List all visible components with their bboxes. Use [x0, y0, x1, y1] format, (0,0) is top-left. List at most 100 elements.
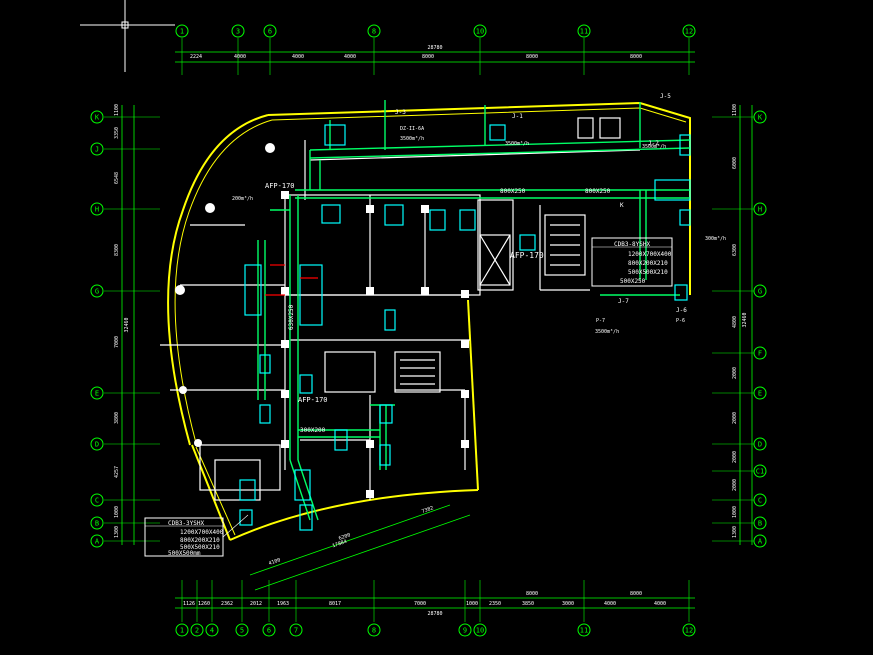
- bottom-dimension-segment: 1260: [198, 601, 210, 607]
- top-axis-1: 1: [175, 24, 189, 38]
- bottom-axis-9: 9: [458, 623, 472, 637]
- left-dimension-segment: 1300: [114, 526, 120, 538]
- dimension-rails: [121, 51, 753, 609]
- top-axis-1-label: 1: [180, 28, 184, 36]
- info-box-left-line1: 1200X700X400: [180, 529, 224, 536]
- info-box-right-line4: 500X250: [620, 278, 646, 285]
- unit-label-p6: P-6: [676, 318, 685, 324]
- right-axis-D: D: [753, 437, 767, 451]
- right-axis-K: K: [753, 110, 767, 124]
- info-box-left-line3: 500X500X210: [180, 544, 220, 551]
- left-axis-B-label: B: [95, 520, 99, 528]
- airflow-label-1: 3500m³/h: [400, 136, 424, 142]
- top-dimension-segment: 2224: [190, 54, 202, 60]
- right-dimension-segment: 1000: [732, 506, 738, 518]
- airflow-label-4: 3500m³/h: [595, 329, 619, 335]
- bottom-axis-4-label: 4: [210, 627, 214, 635]
- left-dimension-segment: 1000: [114, 506, 120, 518]
- right-dimension-segment: 2000: [732, 412, 738, 424]
- bottom-axis-8-label: 8: [372, 627, 376, 635]
- top-axis-6-label: 6: [268, 28, 272, 36]
- bottom-axis-9-label: 9: [463, 627, 467, 635]
- bottom-dimension-segment: 2012: [250, 601, 262, 607]
- left-axis-D: D: [90, 437, 104, 451]
- right-dimension-segment: 1100: [732, 104, 738, 116]
- info-box-left: CDB3-3YSHX 1200X700X400 800X200X210 500X…: [144, 514, 249, 557]
- top-axis-10: 10: [473, 24, 487, 38]
- left-axis-E-label: E: [95, 390, 99, 398]
- duct-size-label-1: 800X250: [500, 188, 526, 195]
- info-box-right: CDB3-8YSHX 1200X700X400 800X200X210 500X…: [591, 237, 673, 287]
- bottom-axis-1-label: 1: [180, 627, 184, 635]
- left-dimension-segment: 4257: [114, 466, 120, 478]
- left-axis-H: H: [90, 202, 104, 216]
- info-box-left-title: CDB3-3YSHX: [168, 520, 205, 527]
- room-airflow-note-2: 300m³/h: [705, 236, 726, 242]
- bottom-axis-2: 2: [190, 623, 204, 637]
- bottom-dimension-segment: 3850: [522, 601, 534, 607]
- left-dimension-segment: 3350: [114, 127, 120, 139]
- top-dimension-segment: 8000: [630, 54, 642, 60]
- unit-label-k: K: [620, 202, 624, 209]
- bottom-dimension-segment: 3000: [562, 601, 574, 607]
- unit-label-j5: J-5: [660, 93, 671, 100]
- unit-label-p7: P-7: [596, 318, 605, 324]
- bottom-axis-7-label: 7: [294, 627, 298, 635]
- structural-columns: [175, 143, 469, 498]
- left-axis-A: A: [90, 534, 104, 548]
- right-axis-K-label: K: [758, 114, 763, 122]
- bottom-axis-12: 12: [682, 623, 696, 637]
- right-dimension-segment: 1300: [732, 526, 738, 538]
- airflow-label-2: 3500m³/h: [505, 141, 529, 147]
- cursor-crosshair: [80, 0, 175, 72]
- top-dimension-segment: 8000: [526, 54, 538, 60]
- room-airflow-note-1: 200m³/h: [232, 196, 253, 202]
- top-axis-6: 6: [263, 24, 277, 38]
- interior-walls: [160, 117, 641, 501]
- bottom-dimension-segment: 1000: [466, 601, 478, 607]
- left-axis-A-label: A: [95, 538, 100, 546]
- equipment-model-label: DZ-II-6A: [400, 126, 424, 132]
- bottom-axis-10: 10: [473, 623, 487, 637]
- left-axis-K-label: K: [95, 114, 100, 122]
- highlight-segments: [265, 264, 318, 296]
- left-axis-J-label: J: [95, 146, 99, 154]
- right-dimension-total: 32460: [742, 312, 748, 327]
- left-axis-G: G: [90, 284, 104, 298]
- right-axis-E-label: E: [758, 390, 762, 398]
- right-axis-A-label: A: [758, 538, 763, 546]
- bottom-axis-4: 4: [205, 623, 219, 637]
- axis-grid-lines: [104, 38, 754, 622]
- bottom-dimension-segment: 2362: [221, 601, 233, 607]
- bottom-axis-11: 11: [577, 623, 591, 637]
- bottom-axis-5: 5: [235, 623, 249, 637]
- bottom-axis-6-label: 6: [267, 627, 271, 635]
- right-axis-D-label: D: [758, 441, 762, 449]
- bottom-axis-2-label: 2: [195, 627, 199, 635]
- left-dimension-segment: 8300: [114, 244, 120, 256]
- left-dimension-segment: 6548: [114, 172, 120, 184]
- top-axis-10-label: 10: [476, 28, 484, 36]
- top-dimension-segment: 4000: [344, 54, 356, 60]
- left-axis-J: J: [90, 142, 104, 156]
- right-axis-F-label: F: [758, 350, 762, 358]
- plan-labels: AFP-170 AFP-170 AFP-170 800X250 800X250 …: [232, 93, 726, 434]
- right-axis-F: F: [753, 346, 767, 360]
- diagonal-dimension-total: 17884: [332, 539, 348, 550]
- bottom-axis-11-label: 11: [580, 627, 588, 635]
- bottom-dimension-segment: 4000: [604, 601, 616, 607]
- info-box-left-line2: 800X200X210: [180, 537, 220, 544]
- right-axis-A: A: [753, 534, 767, 548]
- diagonal-dimension-segment: 6200: [338, 532, 351, 542]
- left-axis-G-label: G: [95, 288, 99, 296]
- right-axis-B: B: [753, 516, 767, 530]
- right-axis-C1: C1: [753, 464, 767, 478]
- right-dimension-segment: 2000: [732, 479, 738, 491]
- bottom-dimension-segment: 4000: [654, 601, 666, 607]
- bottom-dimension-sub: 8000: [526, 591, 538, 597]
- unit-label-j6: J-6: [676, 307, 687, 314]
- right-dimension-segment: 2000: [732, 367, 738, 379]
